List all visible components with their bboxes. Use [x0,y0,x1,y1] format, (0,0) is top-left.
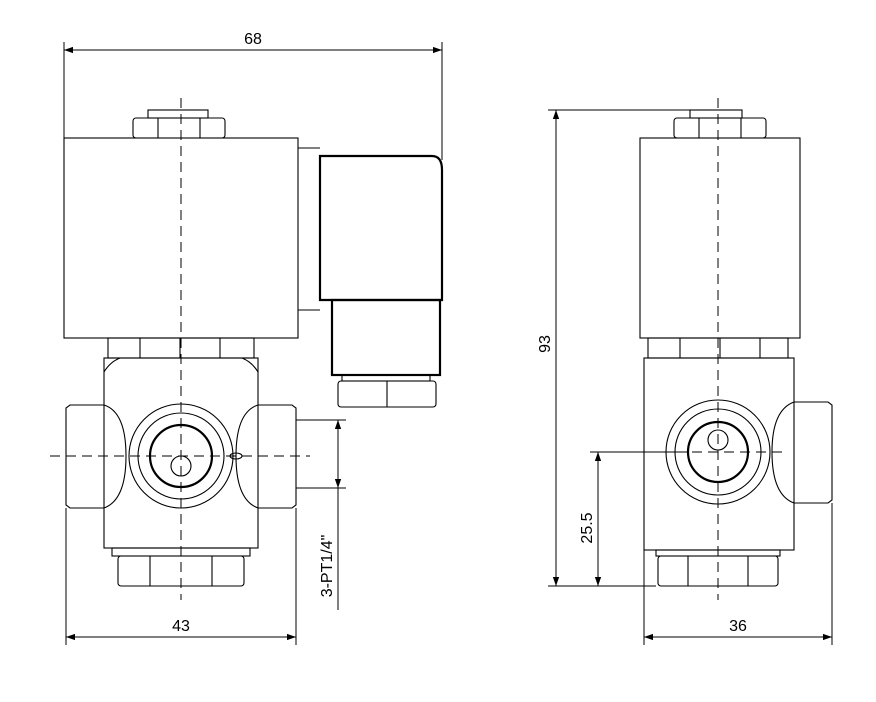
dimension-side-width: 36 [643,503,833,645]
front-view: 68 43 3-PT1/4" [50,31,444,645]
dim-label-93: 93 [537,335,554,353]
left-port [65,404,127,509]
dim-label-port-thread: 3-PT1/4" [319,535,336,598]
dim-label-25-5: 25.5 [579,512,596,543]
side-top-nut [673,109,767,139]
dimension-body-width: 43 [65,508,297,645]
front-top-nut [132,109,226,139]
dim-label-43: 43 [172,618,190,635]
dimension-port-height: 25.5 [579,451,688,586]
dim-label-68: 68 [244,31,262,48]
connector-plug [318,154,444,408]
dim-label-36: 36 [729,618,747,635]
side-view: 93 25.5 36 [537,98,833,645]
dimension-overall-width: 68 [63,31,443,160]
side-coil [639,137,801,339]
dimension-overall-height: 93 [537,109,690,587]
dimension-port-thread: 3-PT1/4" [296,419,346,610]
